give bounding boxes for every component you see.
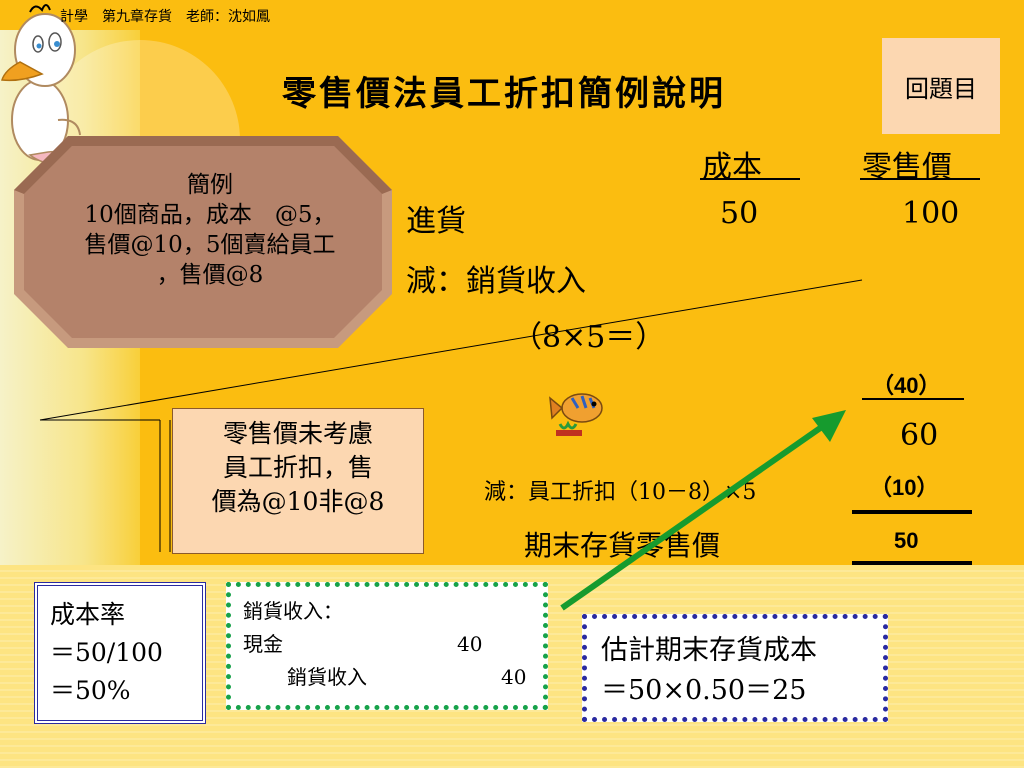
top-band xyxy=(0,0,1024,30)
ending-inventory-amount: 50 xyxy=(894,528,919,553)
example-box-text: 簡例 10個商品，成本 @5， 售價@10，5個賣給員工 ，售價@8 xyxy=(40,170,380,290)
header-text: 計學 第九章存貨 老師：沈如鳳 xyxy=(60,9,270,25)
subtotal-amount: 60 xyxy=(900,418,939,453)
purchases-label: 進貨 xyxy=(406,204,466,239)
journal-debit-amount: 40 xyxy=(457,632,483,656)
discount-amount: （10） xyxy=(870,475,939,500)
estimated-ending-cost-box: 估計期末存貨成本 ＝50×0.50＝25 xyxy=(582,614,888,722)
example-line: 10個商品，成本 @5， xyxy=(84,202,336,228)
page-title: 零售價法員工折扣簡例說明 xyxy=(282,74,726,114)
journal-title: 銷貨收入： xyxy=(243,599,343,623)
note-box: 零售價未考慮 員工折扣，售 價為@10非@8 xyxy=(172,408,424,554)
ending-inventory-label: 期末存貨零售價 xyxy=(524,529,721,562)
cost-ratio-formula: ＝50/100 xyxy=(50,638,163,667)
back-to-question-button[interactable]: 回題目 xyxy=(882,38,1000,134)
cost-ratio-result: ＝50% xyxy=(50,676,131,705)
cost-ratio-box: 成本率 ＝50/100 ＝50% xyxy=(34,582,206,724)
example-line: 售價@10，5個賣給員工 xyxy=(84,232,336,258)
journal-credit-label: 銷貨收入 xyxy=(287,665,367,689)
example-title: 簡例 xyxy=(187,172,233,198)
note-line: 價為@10非@8 xyxy=(211,487,385,516)
journal-debit-row: 現金 40 xyxy=(243,628,531,661)
sales-amount: （40） xyxy=(872,373,941,398)
sales-journal-box: 銷貨收入： 現金 40 銷貨收入 40 xyxy=(226,582,548,710)
note-line: 員工折扣，售 xyxy=(222,453,373,482)
journal-credit-row: 銷貨收入 40 xyxy=(243,661,531,694)
journal-debit-label: 現金 xyxy=(243,632,283,656)
note-line: 零售價未考慮 xyxy=(222,419,373,448)
discount-underline xyxy=(852,510,972,514)
column-underline xyxy=(700,178,800,180)
example-box-shape xyxy=(14,136,392,348)
example-line: ，售價@8 xyxy=(156,262,264,288)
journal-credit-amount: 40 xyxy=(501,665,527,689)
fish-icon xyxy=(549,393,603,436)
subtotal-underline xyxy=(862,398,964,400)
column-underline xyxy=(860,178,980,180)
purchases-retail: 100 xyxy=(902,196,960,231)
sales-formula: （8×5＝） xyxy=(512,320,666,355)
estimate-formula: ＝50×0.50＝25 xyxy=(601,675,807,706)
estimate-label: 估計期末存貨成本 xyxy=(601,635,817,666)
purchases-cost: 50 xyxy=(720,196,759,231)
ending-double-underline xyxy=(852,561,972,565)
less-sales-label: 減：銷貨收入 xyxy=(406,264,586,299)
cost-ratio-label: 成本率 xyxy=(50,600,126,629)
